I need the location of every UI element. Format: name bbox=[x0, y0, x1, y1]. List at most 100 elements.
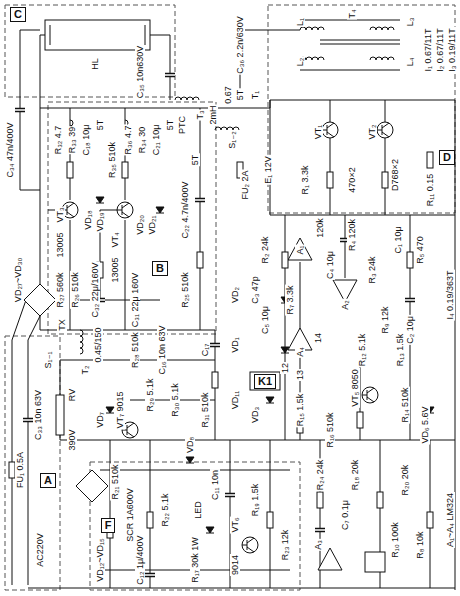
part-label: C₂₁ 10μ bbox=[151, 124, 161, 157]
part-label: R₂₃ 12k bbox=[280, 529, 290, 562]
part-label: R₂ 24k bbox=[260, 235, 270, 264]
part-label: C₃₁ 22μ 160V bbox=[130, 272, 140, 328]
part-label: R₃₆ 4.7 bbox=[123, 125, 133, 156]
part-label: T₂ bbox=[80, 365, 90, 376]
part-label: L₄ bbox=[405, 57, 415, 68]
part-label: R₁₂ 5.1k bbox=[357, 333, 367, 368]
part-label: C₁₇ bbox=[200, 343, 210, 358]
region-outline bbox=[5, 5, 455, 590]
part-label: R₃₄ 30 bbox=[137, 126, 147, 154]
section-letter: C bbox=[14, 8, 22, 20]
part-label: VT₁ bbox=[313, 124, 323, 141]
part-label: R₁₄ 510k bbox=[400, 386, 410, 423]
bridge-rectifier bbox=[76, 470, 108, 502]
part-label: R₁₁ 0.15 bbox=[425, 173, 435, 208]
part-label: R₉ 12k bbox=[380, 305, 390, 334]
varistor-symbol bbox=[56, 395, 64, 435]
resistor-symbol bbox=[9, 152, 433, 538]
part-label: R₇ 3.3k bbox=[285, 284, 295, 315]
part-label: 120k bbox=[315, 217, 325, 239]
part-label: R₂₁ 510k bbox=[110, 463, 120, 500]
part-label: VD₁₈ bbox=[83, 209, 93, 230]
part-label: R₁₇ 30k 1W bbox=[190, 536, 200, 584]
part-label: 390V bbox=[67, 428, 77, 451]
part-label: I₁ 0.67/11T bbox=[423, 28, 433, 73]
part-label: 5T bbox=[235, 89, 245, 102]
part-label: C₁₁ 10n bbox=[210, 469, 220, 501]
part-label: VT₂ bbox=[367, 124, 377, 141]
part-label: R₃₁ 510k bbox=[200, 391, 210, 428]
diode-symbol bbox=[96, 197, 434, 533]
part-label: R₂₈ 510k bbox=[130, 331, 140, 369]
part-label: R₁₈ 20k bbox=[350, 459, 360, 491]
part-label: LED bbox=[193, 500, 203, 520]
part-label: VD₁₉ bbox=[95, 211, 105, 232]
part-label: C₄ 10μ bbox=[325, 250, 335, 280]
wire bbox=[12, 20, 455, 590]
part-label: I₂ 0.67/11T bbox=[435, 27, 445, 72]
part-label: R₁₃ 1.5k bbox=[395, 333, 405, 368]
part-label: 0.67 bbox=[223, 85, 233, 105]
part-label: FU₂ 2A bbox=[240, 170, 250, 201]
capacitor-symbol bbox=[15, 69, 415, 577]
part-label: 5T bbox=[165, 119, 175, 132]
part-label: R₁₉ 1.5k bbox=[250, 483, 260, 518]
part-label: T₁ bbox=[250, 90, 260, 101]
part-label: R₂₅ 510k bbox=[180, 271, 190, 309]
part-label: S₁₋₁ bbox=[43, 351, 53, 370]
part-label: C₂ 10μ bbox=[405, 315, 415, 345]
part-label: VD₈ bbox=[185, 436, 195, 454]
part-label: 470×2 bbox=[347, 166, 357, 193]
section-tag: C bbox=[10, 7, 26, 22]
section-tag: F bbox=[101, 518, 116, 533]
part-label: VD₂₀ bbox=[135, 214, 145, 236]
part-label: 13 bbox=[295, 369, 305, 381]
part-label: SCR 1A600V bbox=[125, 487, 135, 543]
part-label: R₃₂ 4.7 bbox=[53, 125, 63, 156]
part-label: A₁ bbox=[295, 244, 305, 255]
part-label: C₂₂ 4.7n/400V bbox=[180, 180, 190, 239]
part-label: R₃₅ 510k bbox=[107, 141, 117, 179]
part-label: VT₃ bbox=[55, 206, 65, 223]
part-label: A₂ bbox=[340, 299, 350, 311]
part-label: C₃₃ 10n 63V bbox=[33, 389, 43, 441]
transistor-symbol bbox=[62, 122, 393, 553]
part-label: VD₆ 5.6V bbox=[420, 405, 430, 444]
part-label: R₈ 10k bbox=[415, 530, 425, 559]
opamp-symbol bbox=[288, 238, 357, 570]
part-label: AC220V bbox=[35, 532, 45, 568]
part-label: L₂ bbox=[295, 57, 305, 68]
part-label: T₃ bbox=[195, 109, 205, 120]
part-label: I₃ 0.19/11T bbox=[447, 27, 457, 73]
part-label: VT₄ bbox=[110, 231, 120, 248]
part-label: VD₁₁ bbox=[230, 390, 240, 411]
section-letter: A bbox=[44, 474, 52, 486]
part-label: C₁ 10μ bbox=[393, 225, 403, 254]
part-label: 0.45/150 bbox=[93, 326, 103, 363]
part-label: C₃₅ 10n630V bbox=[135, 45, 145, 99]
relay-coil bbox=[250, 372, 280, 390]
part-label: VD₂ bbox=[230, 286, 240, 304]
part-label: C₁₆ 10n 63V bbox=[157, 324, 167, 375]
part-label: L₁ bbox=[295, 17, 305, 27]
part-label: 5T bbox=[190, 154, 200, 167]
part-label: VT₇ 9015 bbox=[115, 390, 125, 429]
part-label: A₄ bbox=[295, 346, 305, 358]
part-label: 13005 bbox=[110, 256, 120, 283]
part-label: FU₁ 0.5A bbox=[15, 451, 25, 489]
part-label: TX bbox=[57, 318, 67, 332]
part-label: C₅ 10μ bbox=[260, 305, 270, 335]
part-label: C₃₂ 22μ/160V bbox=[90, 262, 100, 319]
section-tag: B bbox=[152, 261, 168, 276]
part-label: C₇ 0.1μ bbox=[340, 499, 350, 531]
part-label: C₃₄ 47n/400V bbox=[5, 122, 15, 179]
part-label: VD₂₇~VD₃₀ bbox=[13, 257, 23, 303]
part-label: R₂₇ 560k bbox=[55, 271, 65, 308]
part-label: R₃₀ 5.1k bbox=[170, 382, 180, 417]
part-label: C₁₈ 10μ bbox=[81, 124, 91, 157]
part-label: R₁ 3.3k bbox=[300, 164, 310, 195]
part-label: R₂₄ 24k bbox=[315, 459, 325, 492]
part-label: L₃ bbox=[405, 17, 415, 28]
section-letter: F bbox=[105, 519, 112, 531]
part-label: R₅ 470 bbox=[415, 235, 425, 265]
